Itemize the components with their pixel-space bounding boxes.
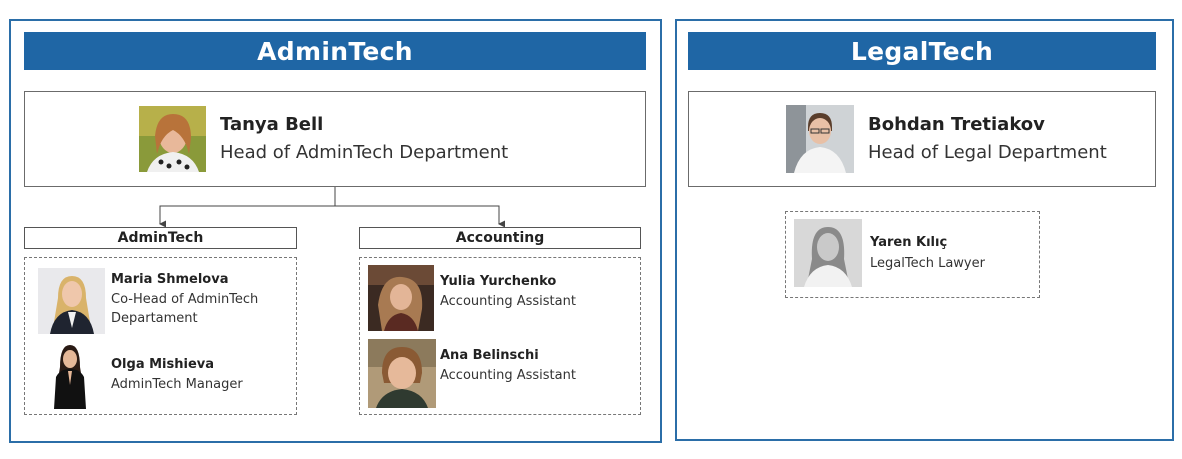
member-name: Yaren Kılıç: [870, 235, 948, 250]
member-title: Co-Head of AdminTech Departament: [111, 292, 259, 326]
group-label-accounting: Accounting: [359, 227, 641, 249]
tanya-bell-avatar: [139, 106, 206, 172]
maria-shmelova-avatar: [38, 268, 105, 334]
member-title: Accounting Assistant: [440, 294, 576, 309]
member-name: Maria Shmelova: [111, 272, 229, 287]
head-name: Bohdan Tretiakov: [868, 114, 1045, 135]
member-title: Accounting Assistant: [440, 368, 576, 383]
member-title: AdminTech Manager: [111, 377, 243, 392]
legaltech-banner: LegalTech: [688, 32, 1156, 70]
member-name: Olga Mishieva: [111, 357, 215, 372]
member-name: Ana Belinschi: [440, 348, 539, 363]
admintech-head-card[interactable]: [24, 91, 646, 187]
admintech-banner: AdminTech: [24, 32, 646, 70]
olga-mishieva-avatar: [48, 341, 92, 409]
bohdan-tretiakov-avatar: [786, 105, 854, 173]
member-title: LegalTech Lawyer: [870, 256, 985, 271]
yulia-yurchenko-avatar: [368, 265, 434, 331]
head-title: Head of AdminTech Department: [220, 142, 509, 163]
ana-belinschi-avatar: [368, 339, 436, 408]
head-name: Tanya Bell: [220, 114, 324, 135]
legaltech-head-card[interactable]: [688, 91, 1156, 187]
head-title: Head of Legal Department: [868, 142, 1107, 163]
yaren-kilic-avatar: [794, 219, 862, 287]
group-label-admintech: AdminTech: [24, 227, 297, 249]
member-name: Yulia Yurchenko: [440, 274, 557, 289]
